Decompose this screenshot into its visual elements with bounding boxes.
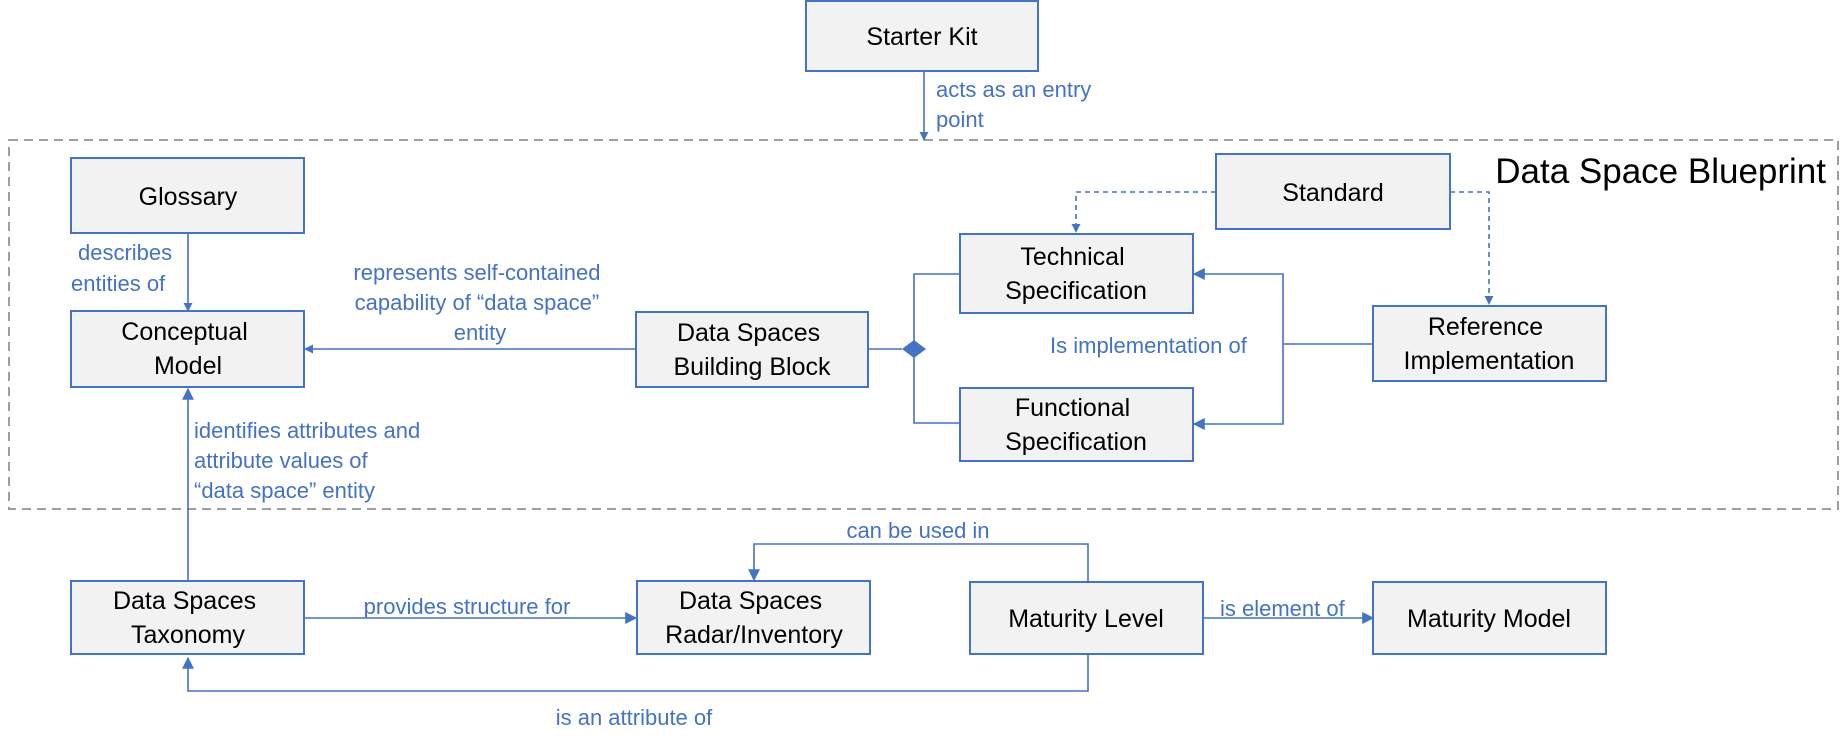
svg-text:is element of: is element of bbox=[1220, 596, 1346, 621]
svg-text:Reference Implementation: Reference Implementation bbox=[1404, 313, 1575, 375]
node-functional-spec-line2: Specification bbox=[1005, 428, 1147, 456]
label-entry-point-line2: point bbox=[936, 107, 984, 132]
svg-text:Maturity Model: Maturity Model bbox=[1407, 605, 1571, 633]
node-glossary-label: Glossary bbox=[139, 183, 238, 211]
svg-text:is an attribute of: is an attribute of bbox=[556, 705, 713, 730]
label-describes-line1: describes bbox=[78, 240, 172, 265]
svg-text:Data Spaces Taxonomy: Data Spaces Taxonomy bbox=[113, 587, 263, 649]
label-represents-line2: capability of “data space” bbox=[355, 290, 600, 315]
node-glossary: Glossary bbox=[70, 157, 305, 234]
svg-text:Data Spaces Radar/Invent: Data Spaces Radar/Inventory bbox=[665, 587, 843, 649]
node-conceptual-model: Conceptual Model bbox=[70, 310, 305, 388]
node-technical-spec: Technical Specification bbox=[959, 233, 1194, 314]
node-taxonomy-line2: Taxonomy bbox=[131, 621, 245, 649]
svg-text:Glossary: Glossary bbox=[139, 183, 238, 211]
edge-impl-technical bbox=[1192, 268, 1284, 344]
label-implementation-of: Is implementation of bbox=[1050, 333, 1248, 358]
node-conceptual-model-line2: Model bbox=[154, 352, 222, 380]
node-reference-impl: Reference Implementation bbox=[1372, 305, 1607, 382]
svg-text:acts as an entry point: acts as an entry point bbox=[936, 77, 1097, 132]
edge-impl-functional bbox=[1192, 344, 1284, 430]
node-standard-label: Standard bbox=[1282, 179, 1383, 207]
node-maturity-model-label: Maturity Model bbox=[1407, 605, 1571, 633]
label-attribute-of: is an attribute of bbox=[556, 705, 713, 730]
svg-text:provides structure for: provides structure for bbox=[364, 594, 571, 619]
svg-text:can be used in: can be used in bbox=[846, 518, 989, 543]
label-can-be-used: can be used in bbox=[846, 518, 989, 543]
edge-standard-technical bbox=[1071, 191, 1216, 233]
svg-text:describes entities of: describes entities of bbox=[71, 240, 178, 296]
node-functional-spec: Functional Specification bbox=[959, 387, 1194, 462]
label-represents-line1: represents self-contained bbox=[353, 260, 600, 285]
node-technical-spec-line2: Specification bbox=[1005, 277, 1147, 305]
node-maturity-level: Maturity Level bbox=[969, 581, 1204, 655]
svg-text:Data Spaces Building Blo: Data Spaces Building Block bbox=[673, 319, 831, 381]
svg-text:Conceptual Model: Conceptual Model bbox=[121, 318, 254, 380]
node-standard: Standard bbox=[1215, 153, 1451, 230]
label-describes-line2: entities of bbox=[71, 271, 166, 296]
edge-can-be-used bbox=[748, 543, 1089, 582]
node-building-block-line2: Building Block bbox=[673, 353, 831, 381]
label-identifies-line2: attribute values of bbox=[194, 448, 369, 473]
label-element-of: is element of bbox=[1220, 596, 1346, 621]
svg-text:Technical Specification: Technical Specification bbox=[1005, 243, 1147, 305]
node-maturity-level-label: Maturity Level bbox=[1008, 605, 1164, 633]
svg-text:Standard: Standard bbox=[1282, 179, 1383, 207]
node-radar-line1: Data Spaces bbox=[679, 587, 822, 615]
node-functional-spec-line1: Functional bbox=[1015, 394, 1130, 422]
node-building-block-line1: Data Spaces bbox=[677, 319, 820, 347]
node-taxonomy: Data Spaces Taxonomy bbox=[70, 580, 305, 655]
svg-text:Is implementation of: Is implementation of bbox=[1050, 333, 1248, 358]
node-radar: Data Spaces Radar/Inventory bbox=[636, 580, 871, 655]
node-building-block: Data Spaces Building Block bbox=[635, 311, 869, 388]
node-conceptual-model-line1: Conceptual bbox=[121, 318, 247, 346]
svg-text:Functional Specification: Functional Specification bbox=[1005, 394, 1147, 456]
node-technical-spec-line1: Technical bbox=[1020, 243, 1124, 271]
composition-diamond bbox=[902, 340, 926, 358]
node-reference-impl-line1: Reference bbox=[1428, 313, 1543, 341]
label-provides-structure: provides structure for bbox=[364, 594, 571, 619]
label-identifies-line1: identifies attributes and bbox=[194, 418, 420, 443]
svg-text:identifies attributes and: identifies attributes and attribute valu… bbox=[194, 418, 426, 503]
edge-standard-reference bbox=[1450, 191, 1494, 305]
node-radar-line2: Radar/Inventory bbox=[665, 621, 843, 649]
node-starter-kit: Starter Kit bbox=[805, 0, 1039, 72]
blueprint-container bbox=[8, 139, 1839, 510]
edge-attribute-of bbox=[182, 655, 1089, 692]
label-represents-line3: entity bbox=[454, 320, 507, 345]
node-reference-impl-line2: Implementation bbox=[1404, 347, 1575, 375]
svg-text:Maturity Level: Maturity Level bbox=[1008, 605, 1164, 633]
node-taxonomy-line1: Data Spaces bbox=[113, 587, 256, 615]
label-entry-point-line1: acts as an entry bbox=[936, 77, 1091, 102]
node-maturity-model: Maturity Model bbox=[1372, 581, 1607, 655]
svg-text:represents self-contained: represents self-contained capability of … bbox=[353, 260, 606, 345]
svg-text:Starter Kit: Starter Kit bbox=[866, 23, 977, 51]
node-starter-kit-label: Starter Kit bbox=[866, 23, 977, 51]
blueprint-title: Data Space Blueprint bbox=[1495, 152, 1826, 191]
label-identifies-line3: “data space” entity bbox=[194, 478, 375, 503]
